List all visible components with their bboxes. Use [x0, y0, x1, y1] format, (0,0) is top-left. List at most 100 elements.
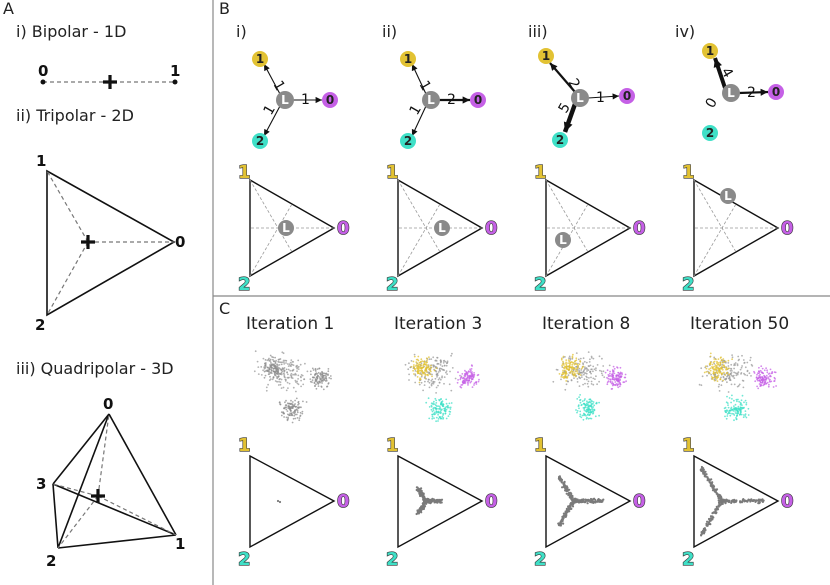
network-node: [311, 367, 314, 370]
network-node: [725, 368, 727, 371]
network-node: [326, 385, 328, 388]
network-node: [282, 386, 285, 389]
network-node: [617, 377, 620, 380]
network-node: [317, 371, 320, 374]
network-node: [594, 415, 597, 418]
network-node: [277, 371, 279, 373]
network-node: [290, 372, 293, 375]
network-node: [437, 413, 439, 416]
network-node: [593, 404, 596, 407]
network-node: [448, 406, 450, 409]
nation-point: [576, 499, 579, 502]
network-node: [742, 416, 745, 419]
network-node: [729, 412, 731, 415]
network-node: [590, 380, 593, 383]
network-node: [408, 362, 410, 365]
panel-b-letter: B: [219, 0, 230, 18]
network-node: [731, 412, 733, 415]
network-node: [444, 412, 447, 415]
network-node: [439, 367, 441, 370]
network-node: [432, 356, 435, 359]
network-node: [552, 380, 555, 383]
network-node: [299, 415, 302, 417]
network-node: [584, 366, 586, 368]
nation-point: [425, 502, 428, 505]
triangle-pole-2-label: 2: [238, 549, 251, 570]
network-node: [437, 410, 440, 413]
network-node: [270, 366, 273, 369]
network-node: [766, 369, 768, 372]
panel-b-roman-4: iv): [675, 22, 695, 41]
nation-point: [571, 496, 574, 499]
network-node: [328, 377, 331, 379]
network-node: [287, 365, 290, 367]
panel-b-examples: i)111120L102Lii)112120L102Liii)251120L10…: [236, 22, 794, 296]
pole-triangle: [545, 178, 632, 278]
network-node: [730, 401, 732, 404]
network-node: [278, 364, 281, 366]
network-node: [739, 401, 742, 404]
nation-point: [707, 517, 711, 521]
nation-point: [752, 499, 756, 502]
network-node: [578, 373, 581, 375]
panel-c-letter: C: [219, 299, 230, 318]
nation-point: [276, 499, 280, 503]
nation-point: [700, 531, 703, 534]
network-node: [426, 364, 429, 366]
nation-point: [592, 500, 595, 504]
network-node: [285, 399, 287, 402]
network-node: [301, 412, 304, 415]
network-node: [313, 381, 316, 384]
network-node: [471, 371, 473, 373]
nation-point: [422, 498, 425, 501]
edge-to-pole-1-head: [411, 64, 418, 72]
network-node: [726, 409, 728, 412]
network-node: [265, 386, 268, 389]
network-node: [471, 378, 474, 381]
network-node: [457, 379, 459, 381]
network-node: [430, 366, 433, 369]
network-node: [567, 374, 570, 377]
network-node: [569, 366, 571, 369]
network-node: [725, 411, 728, 414]
network-node: [612, 365, 615, 368]
network-node: [567, 362, 569, 364]
bipolar-pole-1-label: 1: [170, 62, 180, 80]
network-node: [723, 378, 726, 381]
network-node: [460, 386, 463, 389]
triangle-leader-node-circle: [278, 220, 294, 236]
pole-2-node-circle: [252, 133, 268, 149]
network-node: [431, 375, 433, 378]
nation-point: [709, 484, 712, 487]
network-node: [442, 414, 444, 416]
network-node: [283, 369, 286, 372]
network-node: [278, 378, 281, 381]
network-node: [598, 414, 600, 417]
network-node: [467, 382, 470, 384]
network-node: [286, 381, 289, 384]
triangle-pole-0-label: 0: [485, 218, 498, 239]
network-background: [253, 350, 313, 393]
network-node: [466, 377, 469, 379]
triangle-leader-node-circle: [720, 188, 736, 204]
network-node: [592, 410, 595, 413]
network-node: [318, 367, 321, 370]
leader-node-label: L: [576, 91, 584, 105]
network-node: [737, 384, 740, 387]
network-node: [565, 372, 568, 375]
network-node: [753, 370, 755, 373]
network-node: [433, 417, 435, 420]
network-node: [318, 376, 321, 378]
network-node: [587, 408, 590, 411]
network-node: [589, 417, 591, 420]
network-node: [469, 368, 471, 371]
network-node: [467, 380, 470, 382]
nation-point: [705, 473, 708, 476]
weight-pole-0: 2: [747, 85, 756, 101]
network-node: [767, 376, 769, 378]
network-node: [447, 404, 449, 407]
network-node: [439, 361, 442, 364]
network-node: [580, 369, 583, 371]
network-node: [319, 377, 321, 380]
